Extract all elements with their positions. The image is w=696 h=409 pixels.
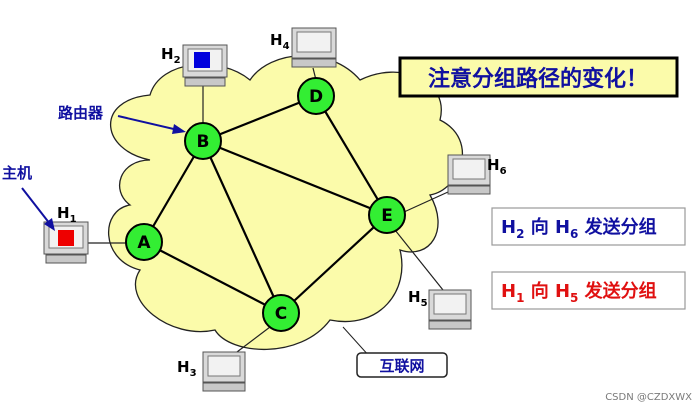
link-b-e <box>202 139 388 217</box>
internet-callout-line <box>342 326 371 358</box>
keyboard-h6 <box>447 185 491 195</box>
host-h1 <box>43 221 89 264</box>
keyboard-h2 <box>184 77 226 87</box>
host-h2 <box>182 44 228 87</box>
router-c-label: C <box>275 304 287 324</box>
flow-text-h1-h5: H1 向 H5 发送分组 <box>501 280 657 305</box>
host-h5-label: H5 <box>408 288 428 309</box>
router-d: D <box>297 77 335 115</box>
flow-box-h1-h5 <box>491 271 686 310</box>
watermark: CSDN @CZDXWX <box>605 392 692 403</box>
keyboard-h3 <box>202 382 246 392</box>
router-a-label: A <box>137 233 151 253</box>
link-h5-e <box>394 229 444 291</box>
router-a: A <box>125 223 163 261</box>
link-b-d <box>202 94 317 143</box>
screen-h3 <box>207 355 241 377</box>
host-h6 <box>447 154 491 195</box>
screen-h5 <box>433 293 467 315</box>
title-box <box>398 56 679 98</box>
router-e: E <box>368 196 406 234</box>
host-annotation: 主机 <box>2 164 32 182</box>
host-h4 <box>291 27 337 68</box>
host-h3 <box>202 351 246 392</box>
link-d-e <box>315 95 388 216</box>
screen-h4 <box>296 31 332 53</box>
flow-box-h2-h6 <box>491 207 686 246</box>
keyboard-h5 <box>428 320 472 330</box>
router-e-label: E <box>381 206 393 226</box>
router-d-label: D <box>309 87 323 107</box>
link-a-c <box>143 241 282 314</box>
link-h6-e <box>403 191 449 213</box>
host-h4-label: H4 <box>270 31 290 52</box>
link-b-c <box>201 140 283 314</box>
host-h2-label: H2 <box>161 45 181 66</box>
link-a-b <box>143 140 204 243</box>
router-b-label: B <box>197 132 210 152</box>
router-b: B <box>184 122 222 160</box>
link-c-e <box>280 214 388 314</box>
router-arrow-head <box>172 124 186 134</box>
internet-label-box <box>356 352 448 378</box>
router-c-circle <box>262 294 300 332</box>
router-d-circle <box>297 77 335 115</box>
flow-text-h2-h6: H2 向 H6 发送分组 <box>501 216 657 241</box>
red-screen-block <box>58 230 74 246</box>
keyboard-h1 <box>45 254 87 264</box>
host-arrow-head <box>44 218 55 231</box>
router-a-circle <box>125 223 163 261</box>
blue-screen-block <box>194 52 210 68</box>
router-arrow-line <box>117 115 179 131</box>
title-text: 注意分组路径的变化！ <box>428 66 648 92</box>
router-b-circle <box>184 122 222 160</box>
link-h3-c <box>232 326 271 356</box>
router-c: C <box>262 294 300 332</box>
keyboard-h4 <box>291 58 337 68</box>
internet-label: 互联网 <box>379 357 424 375</box>
router-e-circle <box>368 196 406 234</box>
host-h5 <box>428 289 472 330</box>
screen-h6 <box>452 158 486 180</box>
host-h6-label: H6 <box>487 156 507 177</box>
router-annotation: 路由器 <box>58 104 104 122</box>
host-h1-label: H1 <box>57 204 77 225</box>
host-arrow-line <box>21 187 51 225</box>
router-links <box>143 94 388 314</box>
host-h3-label: H3 <box>177 358 197 379</box>
